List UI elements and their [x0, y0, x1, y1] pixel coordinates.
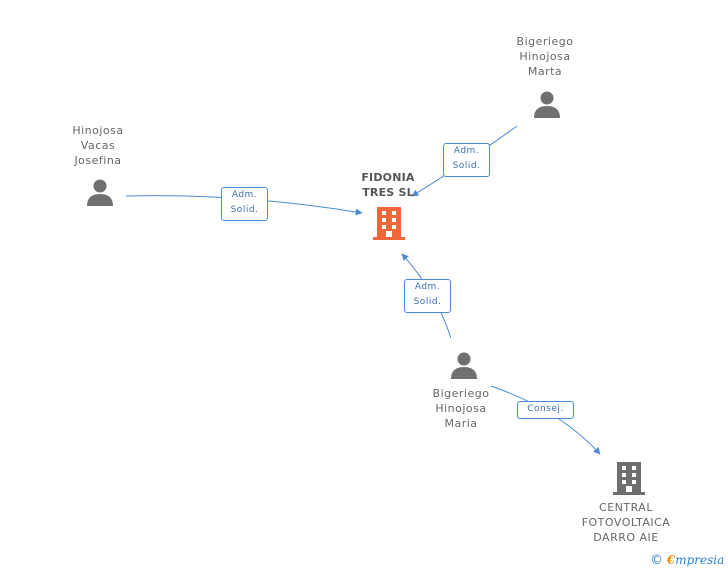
footer-brand[interactable]: © €mpresia — [650, 553, 724, 568]
brand-initial: € — [666, 553, 676, 567]
person-icon[interactable] — [86, 178, 114, 206]
person-label-marta[interactable]: Bigeriego Hinojosa Marta — [516, 35, 574, 78]
person-label-josefina[interactable]: Hinojosa Vacas Josefina — [72, 124, 124, 167]
building-icon[interactable] — [373, 205, 405, 241]
company-label-central[interactable]: CENTRAL FOTOVOLTAICA DARRO AIE — [581, 501, 671, 544]
edge-label-marta-fidonia: Adm. Solid. — [443, 143, 490, 177]
person-icon[interactable] — [533, 90, 561, 118]
edge-label-maria-fidonia: Adm. Solid. — [404, 279, 451, 313]
copyright-symbol: © — [650, 553, 663, 568]
person-icon[interactable] — [450, 351, 478, 379]
person-label-maria[interactable]: Bigeriego Hinojosa Maria — [432, 387, 490, 430]
company-label-fidonia[interactable]: FIDONIA TRES SL — [361, 171, 415, 199]
edge-label-josefina-fidonia: Adm. Solid. — [221, 187, 268, 221]
building-icon[interactable] — [613, 460, 645, 496]
edge-label-maria-central: Consej. — [517, 401, 574, 419]
brand-name: mpresia — [675, 553, 725, 567]
